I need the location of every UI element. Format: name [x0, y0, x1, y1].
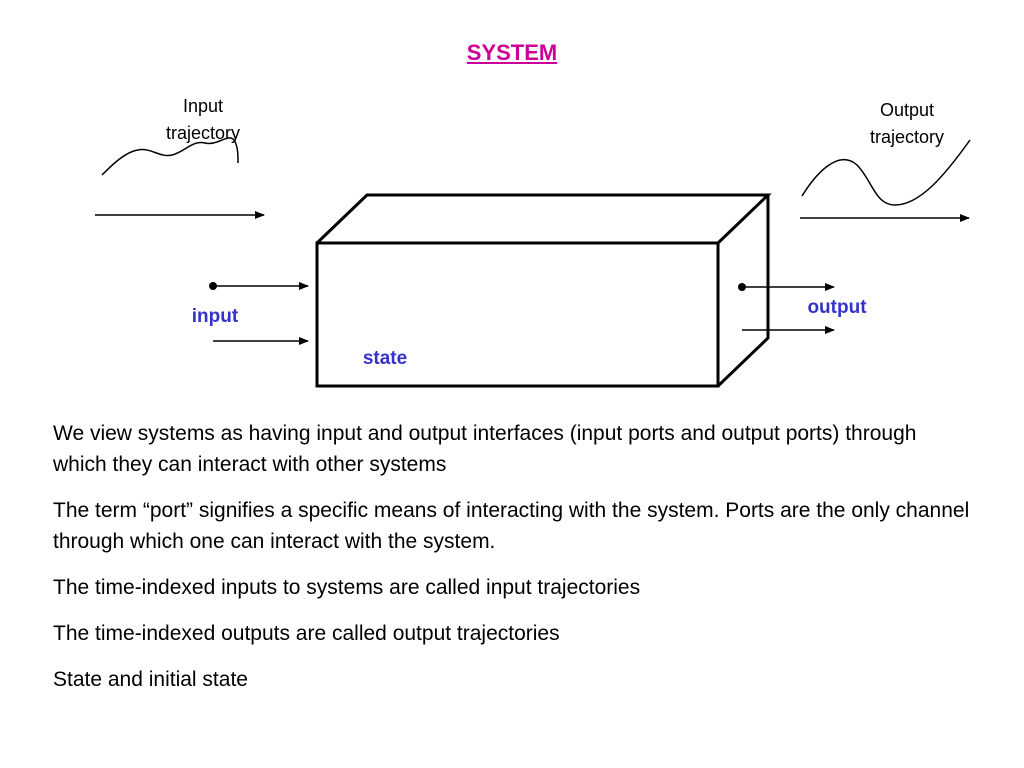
paragraph-input-trajectories: The time-indexed inputs to systems are c… [53, 576, 641, 599]
system-diagram: Input trajectory Output trajectory input… [95, 96, 971, 388]
output-label: output [807, 297, 867, 318]
state-label: state [363, 348, 407, 369]
system-box-top-face [315, 193, 772, 245]
input-trajectory-curve [101, 137, 239, 176]
output-trajectory-label-line2: trajectory [870, 127, 944, 147]
system-box-side-face [716, 195, 770, 388]
output-trajectory-curve [801, 139, 971, 206]
system-box-front-face [315, 241, 720, 388]
paragraph-ports: We view systems as having input and outp… [53, 422, 917, 476]
paragraph-output-trajectories: The time-indexed outputs are called outp… [53, 622, 560, 645]
input-trajectory-label-line2: trajectory [166, 123, 240, 143]
input-trajectory-label-line1: Input [183, 96, 223, 116]
system-box [315, 193, 772, 388]
output-trajectory-label-line1: Output [880, 100, 934, 120]
paragraph-port-meaning: The term “port” signifies a specific mea… [53, 499, 970, 553]
body-text: We view systems as having input and outp… [53, 418, 973, 710]
slide-title: SYSTEM [466, 40, 558, 65]
paragraph-state: State and initial state [53, 668, 248, 691]
input-label: input [192, 306, 239, 327]
